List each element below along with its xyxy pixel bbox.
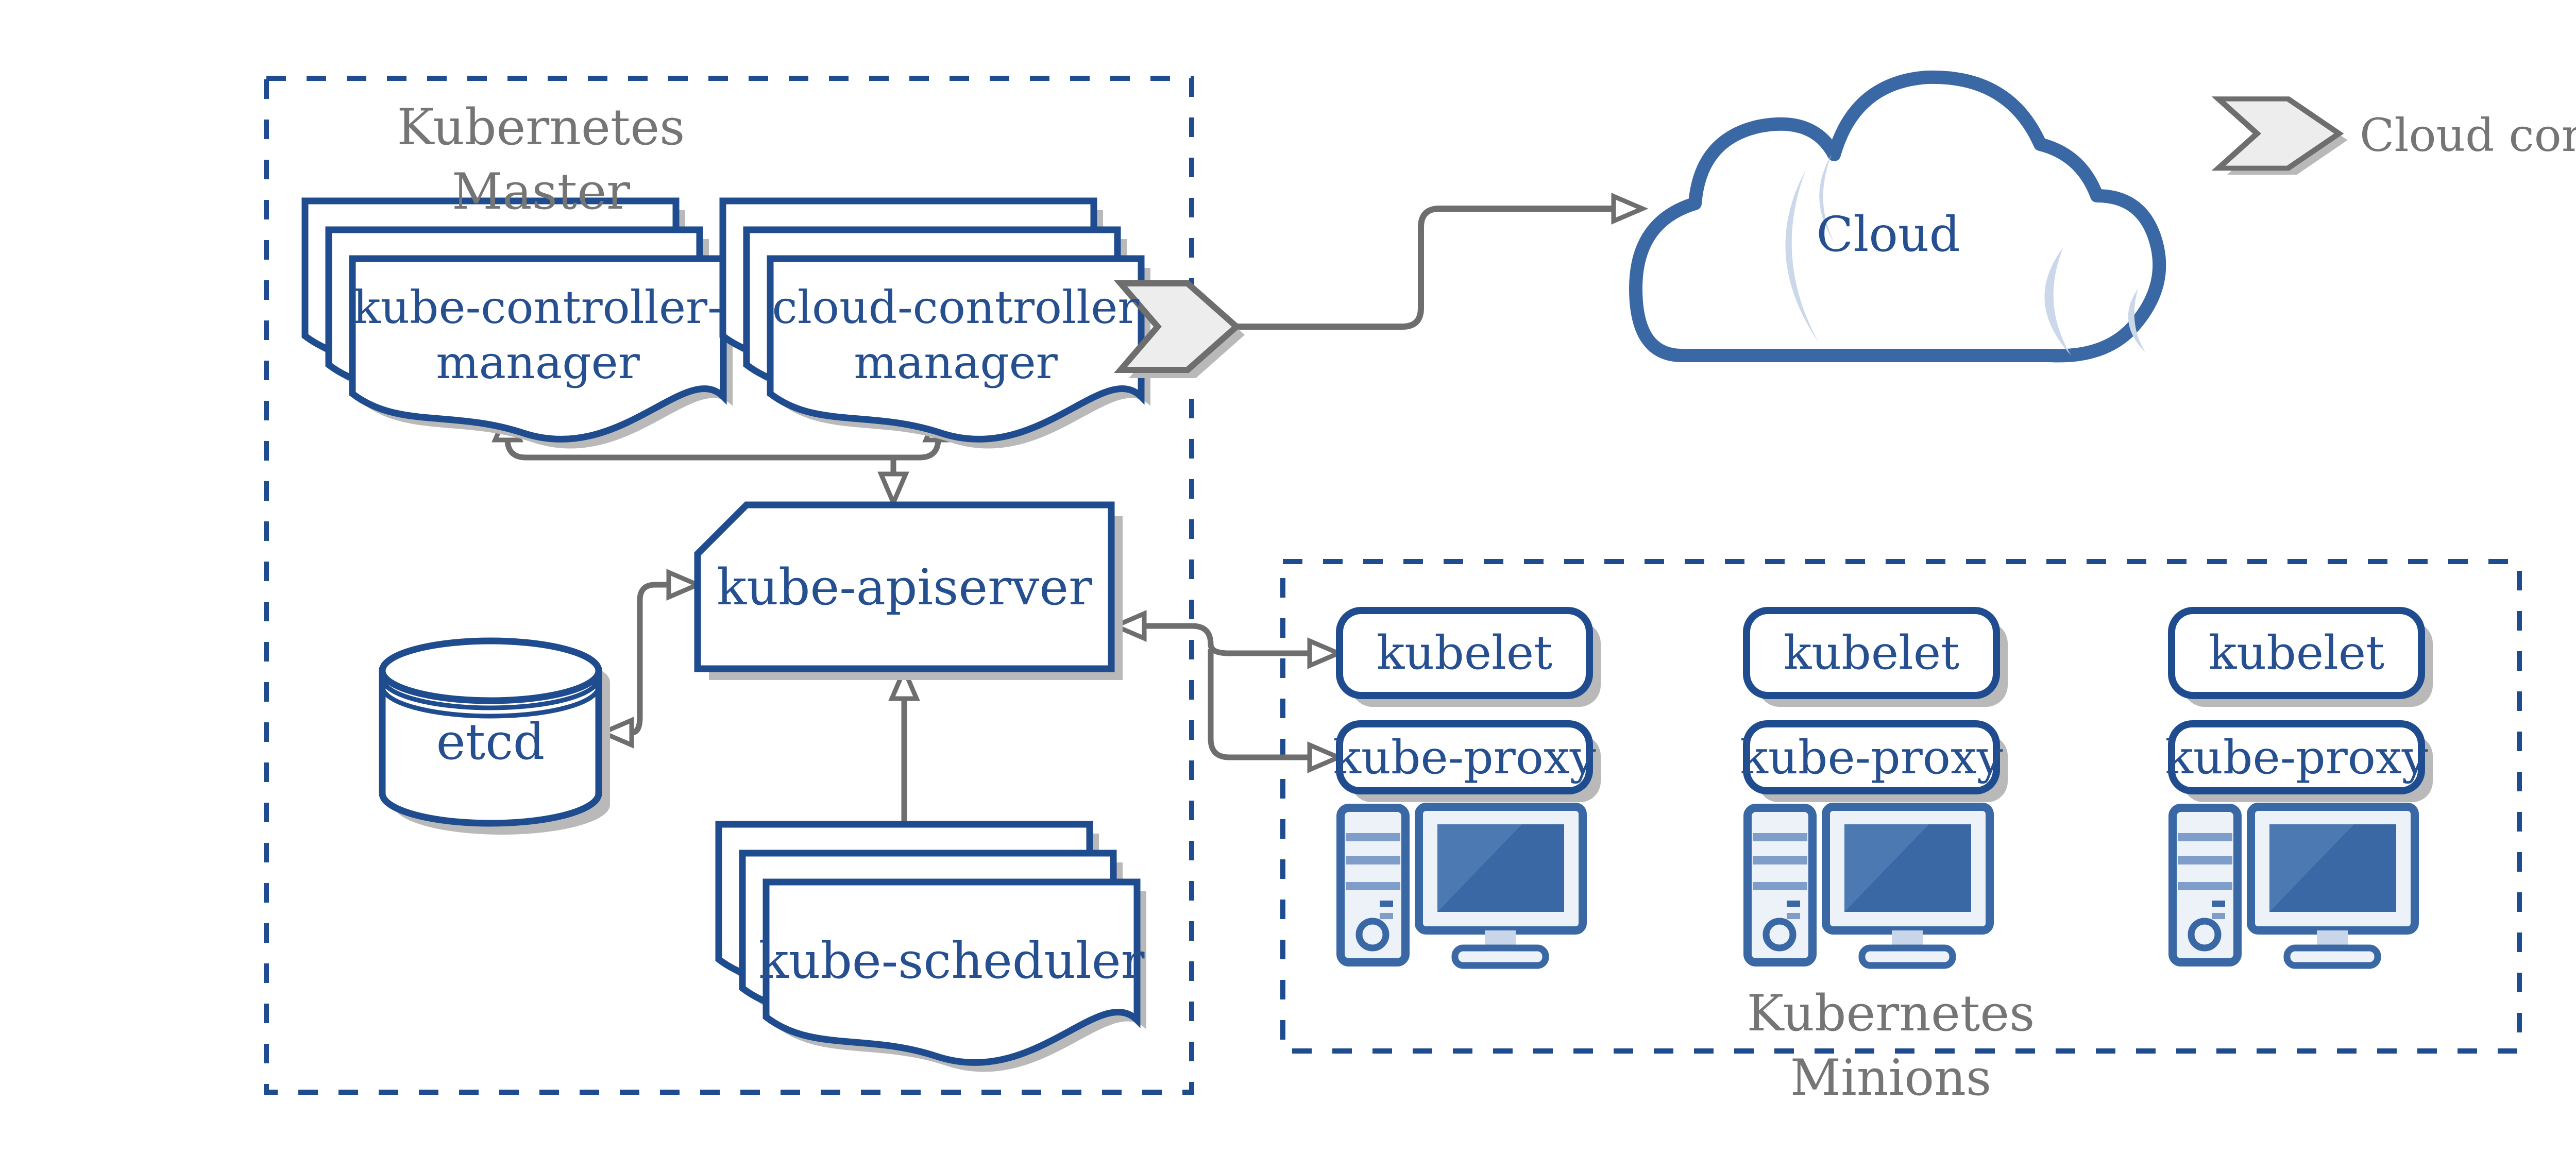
kube-proxy-box: [2168, 720, 2425, 794]
arrow-down-apiserver: [877, 471, 909, 509]
computer-icon: [1748, 807, 1990, 965]
kubernetes-minions-boundary: [1280, 559, 2522, 1054]
controllers-connector: [504, 438, 941, 461]
cloud-controller-manager-shape: [723, 201, 1150, 449]
minion-node-3: [2168, 607, 2433, 965]
etcd-shape: [379, 637, 610, 835]
arrow-up-apiserver-bottom: [888, 664, 920, 701]
computer-icon: [1341, 807, 1583, 965]
kube-apiserver-shape: [694, 501, 1123, 680]
kubelet-box: [1743, 607, 2000, 699]
cloud-connector-line: [1238, 206, 1615, 330]
cloud-shape: [1629, 70, 2166, 363]
cloud-highlight: [2044, 247, 2071, 355]
kube-proxy-box: [1336, 720, 1593, 794]
arrow-right-kubeproxy: [1307, 741, 1345, 773]
arrow-left-etcd: [597, 717, 634, 749]
cloud-highlight: [1785, 170, 1819, 343]
kube-scheduler-shape: [719, 824, 1146, 1072]
kube-proxy-box: [1743, 720, 2000, 794]
kubelet-box: [1336, 607, 1593, 699]
apiserver-kubeproxy-connector: [1208, 649, 1311, 760]
minion-node-2: [1743, 607, 2008, 965]
kube-controller-manager-shape: [305, 201, 733, 449]
arrow-right-apiserver-left: [666, 569, 704, 601]
arrow-right-kubelet: [1307, 637, 1345, 669]
apiserver-etcd-connector: [631, 582, 670, 736]
computer-icon: [2173, 807, 2415, 965]
cloud-highlight: [1819, 155, 1834, 242]
arrow-left-apiserver-right: [1109, 610, 1147, 642]
arrow-right-cloud: [1611, 193, 1649, 225]
apiserver-kubelet-connector: [1143, 623, 1311, 656]
cloud-highlight: [2128, 289, 2146, 353]
legend-cloud-connector-icon: [2218, 99, 2348, 175]
minion-node-1: [1336, 607, 1601, 965]
kubelet-box: [2168, 607, 2425, 699]
